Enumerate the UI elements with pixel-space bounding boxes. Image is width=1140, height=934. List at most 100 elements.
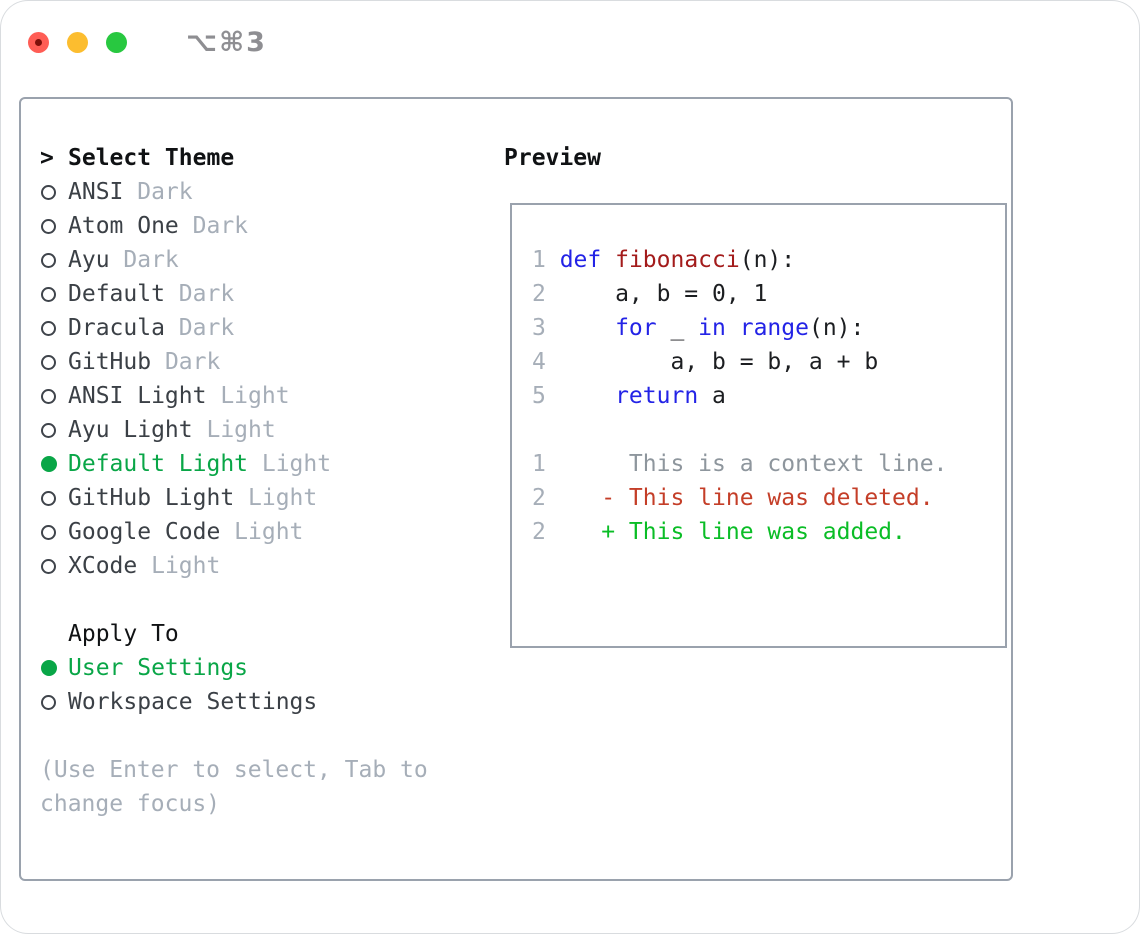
radio-icon xyxy=(41,694,56,710)
line-number: 1 xyxy=(532,451,546,477)
theme-option-ansi[interactable]: ANSI Dark xyxy=(40,175,428,209)
preview-heading: Preview xyxy=(504,145,601,171)
window-title: ⌥⌘3 xyxy=(186,27,267,58)
theme-variant-tag: Dark xyxy=(178,315,235,341)
code-segment-keyword: for xyxy=(615,315,657,341)
theme-variant-tag: Light xyxy=(206,417,276,443)
apply-option-label: User Settings xyxy=(68,655,249,681)
theme-option-github[interactable]: GitHub Dark xyxy=(40,345,428,379)
code-line: 2 a, b = 0, 1 xyxy=(532,277,1005,311)
theme-name: Atom One xyxy=(68,213,179,239)
radio-icon xyxy=(41,388,56,404)
apply-option-workspace-settings[interactable]: Workspace Settings xyxy=(40,685,428,719)
theme-variant-tag: Dark xyxy=(123,247,179,273)
radio-selected-icon xyxy=(41,660,57,676)
radio-icon xyxy=(41,218,56,234)
theme-name: XCode xyxy=(68,553,138,579)
spacer xyxy=(532,413,1005,447)
diff-text: This is a context line. xyxy=(559,451,948,477)
diff-line-deleted: 2 - This line was deleted. xyxy=(532,481,1005,515)
code-segment-plain xyxy=(601,247,615,273)
theme-name: Default xyxy=(68,281,165,307)
theme-name: Dracula xyxy=(68,315,165,341)
titlebar: ⌥⌘3 xyxy=(28,27,267,58)
code-segment-keyword: def xyxy=(559,247,602,273)
help-text: change focus) xyxy=(40,791,221,817)
theme-name: ANSI xyxy=(68,179,124,205)
theme-list-heading: >Select Theme xyxy=(40,141,428,175)
code-line: 3 for _ in range(n): xyxy=(532,311,1005,345)
code-segment-function: fibonacci xyxy=(615,247,740,273)
theme-variant-tag: Dark xyxy=(164,349,221,375)
diff-text: + This line was added. xyxy=(559,519,906,545)
close-dot-icon xyxy=(35,39,42,46)
radio-icon xyxy=(41,524,56,540)
radio-icon xyxy=(41,490,56,506)
diff-line-context: 1 This is a context line. xyxy=(532,447,1005,481)
theme-name: ANSI Light xyxy=(68,383,207,409)
apply-option-user-settings[interactable]: User Settings xyxy=(40,651,428,685)
theme-option-atom-one[interactable]: Atom One Dark xyxy=(40,209,428,243)
code-line: 4 a, b = b, a + b xyxy=(532,345,1005,379)
close-button[interactable] xyxy=(28,32,49,53)
theme-variant-tag: Dark xyxy=(192,213,249,239)
theme-name: Ayu xyxy=(68,247,110,273)
code-segment-plain: _ xyxy=(656,315,699,341)
code-line: 5 return a xyxy=(532,379,1005,413)
apply-to-heading: Apply To xyxy=(40,617,428,651)
theme-option-ayu[interactable]: Ayu Dark xyxy=(40,243,428,277)
theme-name: Default Light xyxy=(68,451,249,477)
code-segment-plain: a, b = 0, 1 xyxy=(559,281,768,307)
theme-variant-tag: Light xyxy=(261,451,332,477)
help-text-line: change focus) xyxy=(40,787,428,821)
diff-text: - This line was deleted. xyxy=(559,485,934,511)
theme-variant-tag: Dark xyxy=(178,281,235,307)
spacer xyxy=(40,583,428,617)
line-number: 2 xyxy=(532,519,546,545)
selection-cursor-icon: > xyxy=(40,145,54,171)
radio-icon xyxy=(41,558,56,574)
theme-option-ansi-light[interactable]: ANSI Light Light xyxy=(40,379,428,413)
code-segment-plain: a, b = b, a + b xyxy=(559,349,879,375)
code-segment-plain: (n): xyxy=(808,315,865,341)
radio-icon xyxy=(41,320,56,336)
code-segment-plain xyxy=(726,315,740,341)
theme-option-default[interactable]: Default Dark xyxy=(40,277,428,311)
line-number: 5 xyxy=(532,383,546,409)
minimize-button[interactable] xyxy=(67,32,88,53)
code-segment-plain: a xyxy=(698,383,726,409)
code-segment-keyword: in xyxy=(698,315,726,341)
diff-line-added: 2 + This line was added. xyxy=(532,515,1005,549)
theme-variant-tag: Light xyxy=(151,553,221,579)
apply-option-label: Workspace Settings xyxy=(68,689,318,715)
code-segment-keyword: return xyxy=(615,383,699,409)
theme-name: GitHub Light xyxy=(68,485,235,511)
radio-icon xyxy=(41,252,56,268)
spacer xyxy=(40,719,428,753)
maximize-button[interactable] xyxy=(106,32,127,53)
radio-icon xyxy=(41,354,56,370)
line-number: 4 xyxy=(532,349,546,375)
line-number: 3 xyxy=(532,315,546,341)
code-segment-keyword: range xyxy=(739,315,809,341)
theme-name: GitHub xyxy=(68,349,152,375)
radio-icon xyxy=(41,286,56,302)
line-number: 2 xyxy=(532,485,546,511)
theme-variant-tag: Dark xyxy=(137,179,193,205)
theme-name: Google Code xyxy=(68,519,221,545)
radio-icon xyxy=(41,184,56,200)
theme-option-xcode[interactable]: XCode Light xyxy=(40,549,428,583)
radio-icon xyxy=(41,422,56,438)
theme-option-dracula[interactable]: Dracula Dark xyxy=(40,311,428,345)
theme-variant-tag: Light xyxy=(220,383,290,409)
help-text: (Use Enter to select, Tab to xyxy=(40,757,428,783)
radio-selected-icon xyxy=(41,456,57,472)
theme-option-default-light[interactable]: Default Light Light xyxy=(40,447,428,481)
code-segment-plain xyxy=(560,383,615,409)
